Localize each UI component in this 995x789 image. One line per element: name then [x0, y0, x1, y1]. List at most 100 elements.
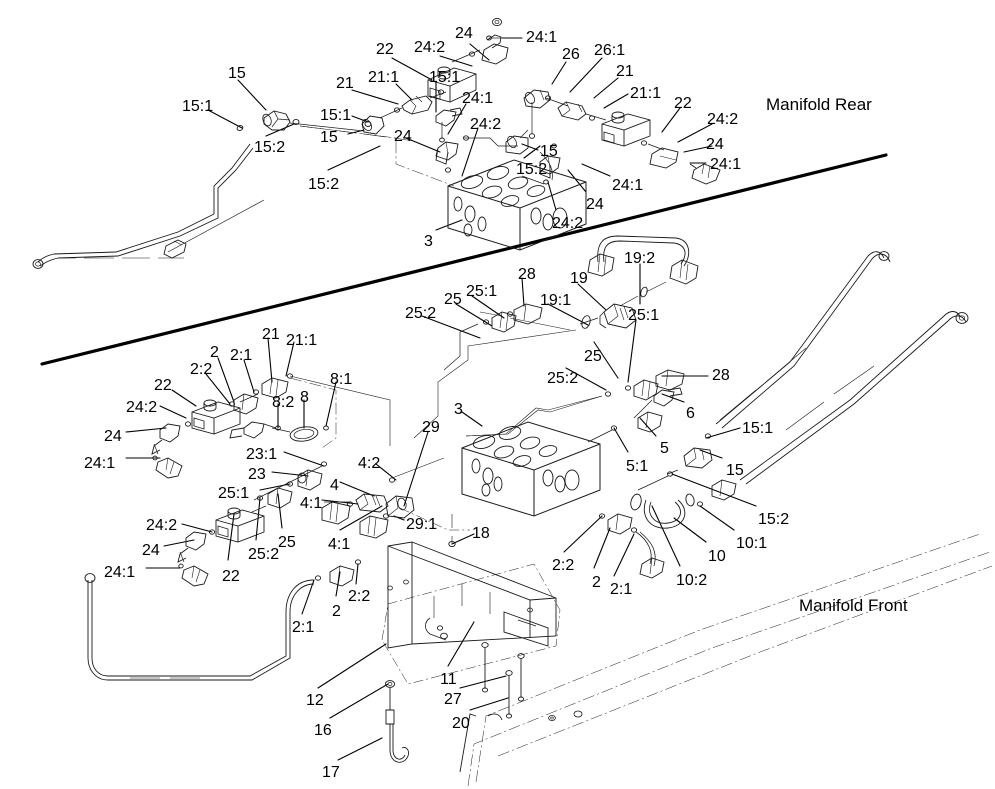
leader-line [661, 393, 685, 403]
callout-24: 24 [142, 542, 160, 559]
leader-line [435, 219, 463, 231]
callout-2: 2 [210, 344, 219, 361]
leader-line [581, 163, 611, 177]
leader-line [523, 145, 541, 159]
leader-line [627, 319, 637, 383]
leader-line [565, 367, 607, 391]
callout-24-2: 24:2 [146, 517, 178, 534]
callout-8-1: 8:1 [330, 371, 353, 388]
leader-line [339, 505, 383, 531]
callout-19: 19 [570, 270, 588, 287]
callout-21-1: 21:1 [630, 85, 662, 102]
leader-line [461, 411, 483, 427]
leader-line [243, 359, 255, 393]
callout-28: 28 [518, 266, 536, 283]
leader-line [259, 483, 291, 491]
callout-25-2: 25:2 [547, 370, 579, 387]
leader-line [301, 579, 315, 615]
callout-8-2: 8:2 [272, 394, 295, 411]
callout-21-1: 21:1 [286, 332, 318, 349]
callout-2-1: 2:1 [610, 581, 633, 598]
callout-5: 5 [660, 440, 669, 457]
callout-2-1: 2:1 [230, 347, 253, 364]
callout-5-1: 5:1 [626, 458, 649, 475]
callout-15-1: 15:1 [320, 107, 352, 124]
callout-28: 28 [712, 367, 730, 384]
rear-assembly [32, 17, 721, 269]
leader-line [337, 737, 383, 761]
callout-25-2: 25:2 [405, 305, 437, 322]
callout-24-2: 24:2 [126, 399, 158, 416]
leader-line [181, 523, 213, 533]
callout-24: 24 [586, 196, 604, 213]
leader-line [217, 357, 235, 403]
leader-line [593, 77, 619, 99]
callout-15: 15 [726, 462, 744, 479]
leader-line [285, 341, 295, 377]
callout-4-1: 4:1 [328, 536, 351, 553]
callout-27: 27 [444, 691, 462, 708]
callout-15-1: 15:1 [182, 98, 214, 115]
mounting-bracket [381, 541, 561, 685]
leader-line [439, 55, 473, 67]
callout-15: 15 [320, 129, 338, 146]
section-title-rear: Manifold Rear [766, 95, 872, 114]
leader-line [683, 145, 713, 153]
callout-25: 25 [444, 291, 462, 308]
leader-line [593, 341, 619, 379]
leader-line [661, 107, 681, 133]
callout-2-2: 2:2 [552, 557, 575, 574]
callout-24: 24 [455, 25, 473, 42]
callout-21: 21 [336, 75, 354, 92]
front-assembly [84, 235, 993, 787]
callout-24-1: 24:1 [612, 177, 644, 194]
leader-line [255, 497, 261, 541]
leader-line [163, 539, 195, 547]
leader-line [521, 277, 525, 307]
callout-25-1: 25:1 [466, 283, 498, 300]
leader-lines [125, 37, 757, 761]
leader-line [159, 405, 187, 419]
callout-29-1: 29:1 [406, 516, 438, 533]
leader-line [673, 517, 707, 543]
callout-3: 3 [454, 401, 463, 418]
callout-20: 20 [452, 715, 470, 732]
leader-line [567, 169, 587, 193]
callout-15-1: 15:1 [429, 69, 461, 86]
leader-line [375, 463, 397, 481]
callout-25-1: 25:1 [218, 485, 250, 502]
callout-24-1: 24:1 [462, 90, 494, 107]
callout-12: 12 [306, 692, 324, 709]
leader-line [395, 83, 413, 101]
callout-24: 24 [394, 128, 412, 145]
leader-line [639, 417, 657, 437]
leader-line [547, 303, 589, 326]
callout-23: 23 [248, 466, 266, 483]
section-title-front: Manifold Front [799, 596, 908, 615]
leader-line [355, 563, 359, 585]
rear-manifold-block [447, 159, 587, 251]
callout-2-2: 2:2 [348, 588, 371, 605]
leader-line [651, 505, 681, 567]
leader-line [613, 533, 635, 577]
section-divider [40, 153, 888, 366]
leader-line [551, 61, 567, 85]
leader-line [547, 181, 557, 211]
leader-line [593, 527, 611, 569]
callout-10-1: 10:1 [736, 535, 768, 552]
leader-line [461, 127, 479, 177]
leader-line [705, 427, 741, 439]
leader-line [671, 473, 757, 507]
callout-2: 2 [332, 603, 341, 620]
leader-line [207, 109, 243, 129]
leader-line [699, 505, 735, 531]
callout-3: 3 [424, 233, 433, 250]
callout-26: 26 [562, 46, 580, 63]
callout-24-2: 24:2 [707, 111, 739, 128]
leader-line [677, 123, 713, 143]
callout-17: 17 [322, 764, 340, 781]
leader-line [351, 89, 399, 105]
callout-24-1: 24:1 [710, 156, 742, 173]
callout-22: 22 [376, 41, 394, 58]
